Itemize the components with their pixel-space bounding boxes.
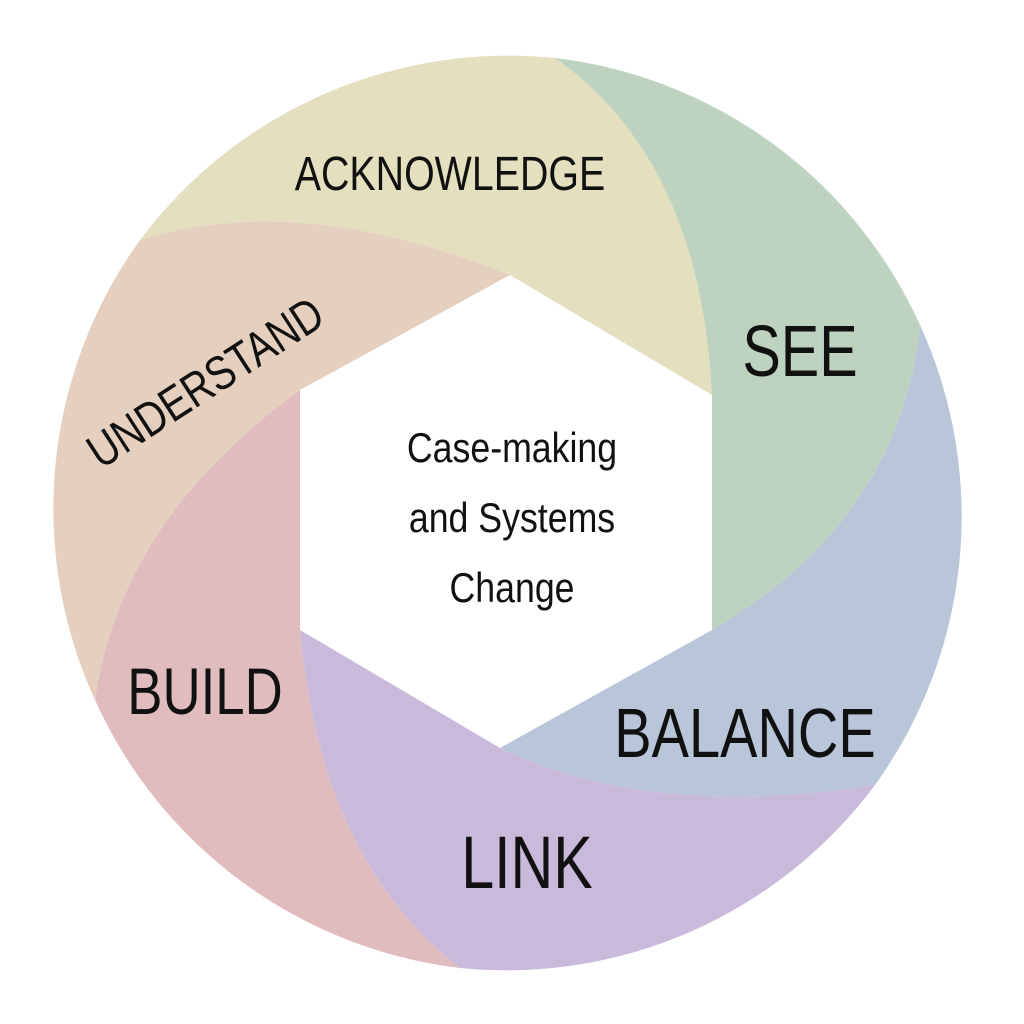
label-link: LINK (461, 822, 593, 905)
label-build: BUILD (127, 654, 282, 728)
center-text-line-2: and Systems (409, 495, 615, 541)
label-see: SEE (742, 311, 857, 392)
center-text-line-3: Change (449, 565, 574, 611)
label-acknowledge: ACKNOWLEDGE (295, 147, 605, 201)
center-hexagon (300, 275, 712, 748)
label-balance: BALANCE (614, 695, 875, 772)
center-text-line-1: Case-making (407, 425, 617, 471)
